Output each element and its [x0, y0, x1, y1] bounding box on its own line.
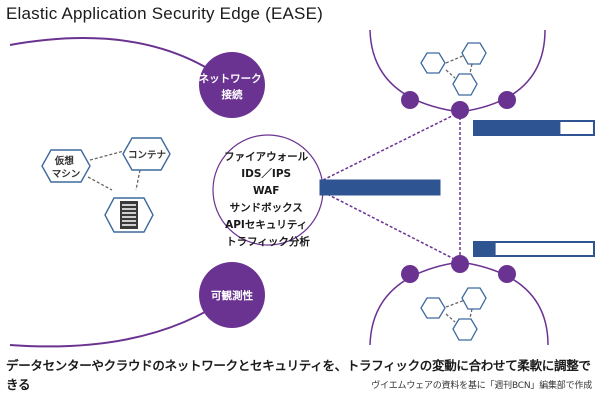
hex-node	[452, 318, 478, 341]
security-feature-api-security: APIセキュリティ	[225, 219, 307, 231]
hex-node	[461, 42, 487, 65]
observability-label: 可観測性	[211, 289, 253, 302]
center-load-bar-fill	[320, 180, 440, 195]
svg-text:ネットワーク 接続: ネットワーク 接続	[199, 73, 266, 101]
network-label-line2: 接続	[222, 88, 243, 101]
hex-node	[420, 52, 446, 74]
top-node-center	[451, 101, 469, 119]
network-feature-circle	[199, 52, 265, 118]
network-label-line1: ネットワーク	[199, 73, 262, 85]
center-load-bar	[319, 179, 441, 196]
security-feature-ids-ips: IDS／IPS	[241, 167, 291, 180]
hex-link-vm-container	[89, 150, 125, 161]
hex-node	[461, 287, 487, 310]
security-feature-waf: WAF	[253, 185, 279, 197]
security-feature-traffic-analysis: トラフィック分析	[226, 235, 310, 248]
server-rack-icon	[120, 201, 138, 229]
hex-link-vm-server	[87, 176, 113, 191]
top-node-left	[401, 91, 419, 109]
top-cloud-hex-cluster	[420, 42, 487, 96]
hex-link	[445, 54, 466, 64]
bottom-node-right	[498, 265, 516, 283]
security-feature-sandbox: サンドボックス	[230, 201, 303, 214]
top-cloud-arc	[369, 29, 546, 113]
diagram-caption: データセンターやクラウドのネットワークとセキュリティを、トラフィックの変動に合わ…	[6, 358, 591, 392]
link-top-dashed	[322, 111, 461, 181]
top-node-right	[498, 91, 516, 109]
bottom-cloud-hex-cluster	[420, 287, 487, 341]
hex-link	[445, 313, 456, 323]
hex-link	[445, 299, 466, 308]
link-bottom-dashed	[322, 191, 461, 263]
vm-hex	[41, 149, 91, 183]
svg-text:仮想 マシン: 仮想 マシン	[52, 155, 81, 180]
container-label: コンテナ	[128, 150, 166, 161]
hex-link	[445, 69, 456, 79]
source-credit: ヴイエムウェアの資料を基に「週刊BCN」編集部で作成	[371, 381, 592, 391]
left-workload-cluster: 仮想 マシン コンテナ	[41, 137, 171, 233]
hex-link	[469, 63, 473, 74]
vm-label-line2: マシン	[52, 169, 81, 180]
bottom-right-load-bar	[473, 241, 595, 257]
container-hex	[122, 137, 171, 171]
svg-text:ファイアウォール IDS／IPS WAF: ファイアウォール IDS／IPS WAF サンドボックス APIセキュリティ ト…	[224, 151, 312, 248]
bottom-node-left	[401, 265, 419, 283]
hex-link	[469, 308, 473, 319]
hex-node	[452, 73, 478, 96]
hex-node	[420, 297, 446, 319]
observability-feature-circle	[199, 262, 265, 328]
bottom-node-center	[451, 255, 469, 273]
diagram-title: Elastic Application Security Edge (EASE)	[6, 4, 323, 23]
top-right-load-bar	[473, 120, 595, 136]
security-feature-firewall: ファイアウォール	[224, 151, 308, 163]
vm-label-line1: 仮想	[54, 155, 75, 167]
bottom-right-load-bar-fill	[474, 242, 496, 256]
top-right-load-bar-fill	[474, 121, 561, 135]
hex-link-container-server	[135, 169, 141, 191]
